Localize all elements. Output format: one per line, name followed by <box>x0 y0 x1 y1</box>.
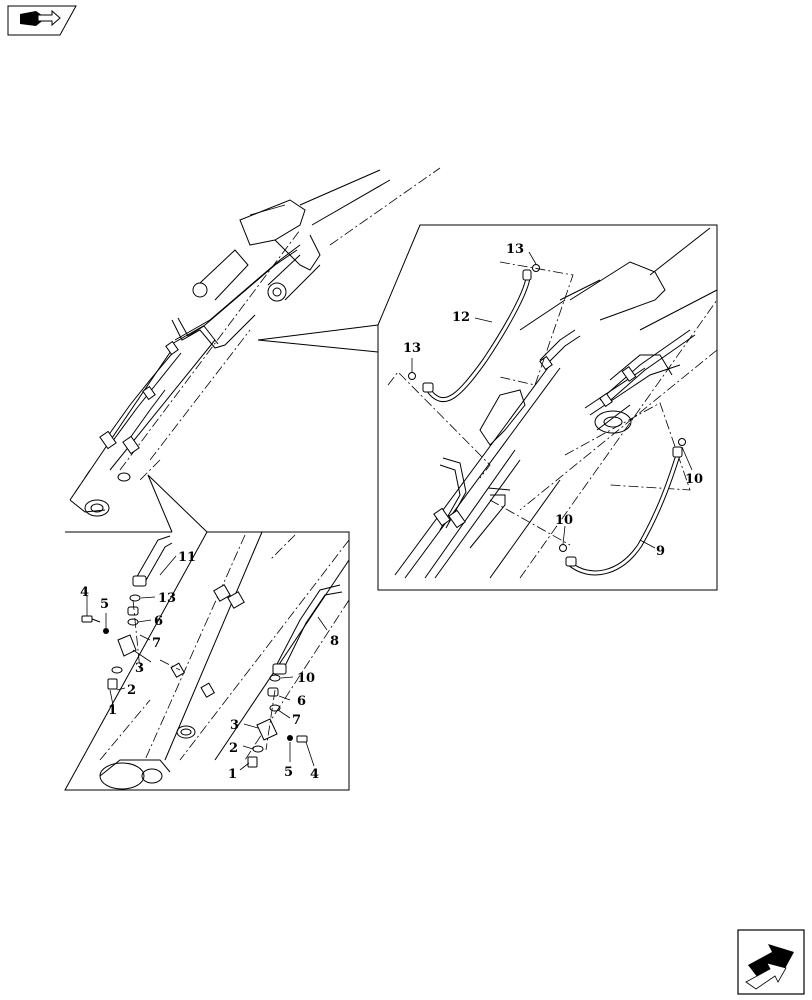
callout-10-center: 10 <box>555 513 573 528</box>
callout-7-left: 7 <box>152 636 161 651</box>
callout-10-right: 10 <box>685 472 703 487</box>
next-page-arrow-icon[interactable] <box>737 929 805 995</box>
main-boom-overview <box>69 167 441 517</box>
upper-detail-frame: 13 12 13 10 10 9 <box>377 224 718 591</box>
callout-13-lower: 13 <box>158 591 176 606</box>
callout-4-right: 4 <box>310 767 319 782</box>
callout-8: 8 <box>330 634 339 649</box>
book-arrow-icon[interactable] <box>7 5 77 36</box>
callout-4-left: 4 <box>80 585 89 600</box>
callout-6-right: 6 <box>297 694 306 709</box>
callout-6-left: 6 <box>154 614 163 629</box>
callout-5-right: 5 <box>284 765 293 780</box>
leader-to-upper-detail <box>257 339 379 353</box>
callout-1-left: 1 <box>108 703 117 718</box>
callout-2-right: 2 <box>229 741 238 756</box>
callout-5-left: 5 <box>100 597 109 612</box>
lower-detail-frame: 11 4 13 5 6 7 3 2 1 8 10 6 3 7 2 1 5 4 <box>64 531 350 791</box>
callout-3-left: 3 <box>135 661 144 676</box>
callout-3-right: 3 <box>230 718 239 733</box>
callout-12: 12 <box>452 310 470 325</box>
leader-to-lower-detail <box>147 474 208 533</box>
callout-2-left: 2 <box>127 683 136 698</box>
callout-9: 9 <box>656 544 665 559</box>
callout-13-upper: 13 <box>506 242 524 257</box>
callout-1-right: 1 <box>228 767 237 782</box>
callout-7-right: 7 <box>292 713 301 728</box>
callout-13-left: 13 <box>403 341 421 356</box>
callout-10-lower: 10 <box>297 671 315 686</box>
callout-11: 11 <box>178 550 196 565</box>
